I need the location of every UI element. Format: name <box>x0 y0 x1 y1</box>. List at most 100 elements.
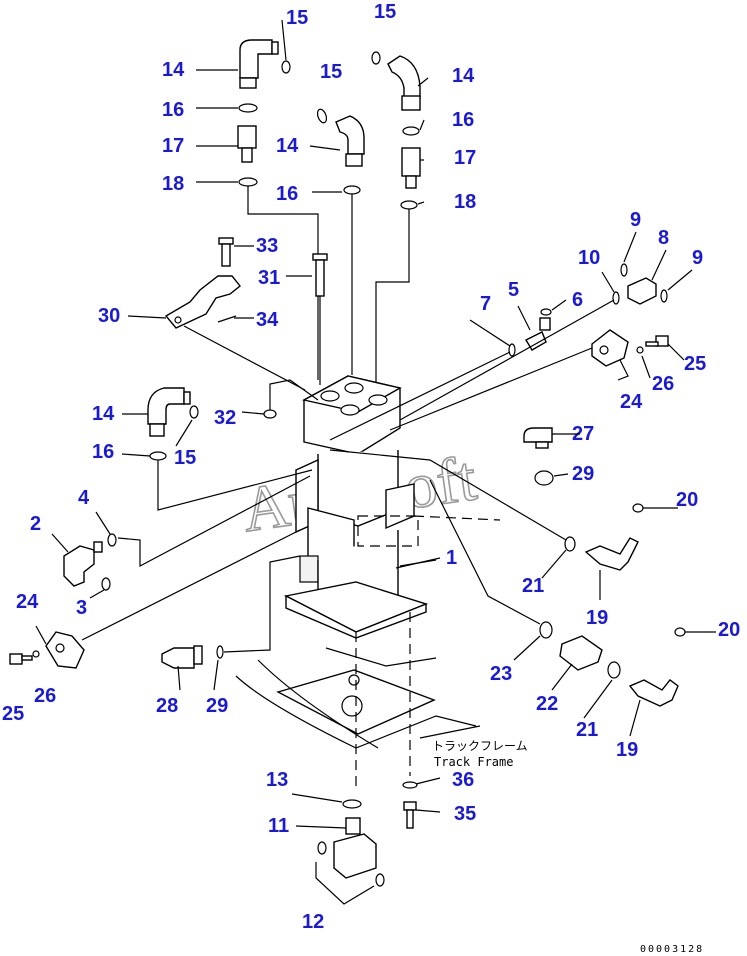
callout-27: 27 <box>572 423 594 445</box>
callout-33: 33 <box>256 235 278 257</box>
o-ring-20-lower <box>674 627 686 637</box>
o-ring-6 <box>540 308 552 316</box>
callout-labels: 15 15 15 14 14 14 16 16 16 17 17 18 18 3… <box>2 1 740 933</box>
callout-14: 14 <box>162 59 185 81</box>
pin-31 <box>312 253 328 297</box>
o-ring-4 <box>107 533 117 547</box>
callout-14: 14 <box>276 135 299 157</box>
callout-11: 11 <box>268 815 289 837</box>
callout-18: 18 <box>162 173 184 195</box>
o-ring-16a <box>238 103 258 113</box>
callout-15: 15 <box>320 61 342 83</box>
o-ring-21-upper <box>564 536 576 552</box>
elbow-fitting-14-left <box>239 39 279 89</box>
o-ring-9a <box>620 263 628 277</box>
callout-2: 2 <box>30 513 41 535</box>
split-flange-24-right <box>591 329 629 367</box>
tee-fitting-11 <box>333 817 377 879</box>
snap-ring-32 <box>263 409 277 419</box>
callout-16: 16 <box>162 99 184 121</box>
o-ring-18b <box>400 200 418 210</box>
adapter-22 <box>559 635 603 671</box>
callout-34: 34 <box>256 309 279 331</box>
o-ring-13 <box>342 799 362 809</box>
o-ring-23 <box>539 621 553 639</box>
o-ring-29-right <box>534 470 554 486</box>
callout-7: 7 <box>480 293 491 315</box>
callout-9: 9 <box>630 209 641 231</box>
washer-26-left <box>32 650 40 658</box>
callout-21: 21 <box>522 575 544 597</box>
elbow-2 <box>63 541 103 587</box>
callout-29: 29 <box>206 695 228 717</box>
callout-5: 5 <box>508 279 519 301</box>
callout-19: 19 <box>616 739 638 761</box>
connector-28 <box>161 645 203 669</box>
o-ring-9b <box>660 289 668 303</box>
elbow-fitting-14-middle <box>335 115 365 167</box>
callout-30: 30 <box>98 305 120 327</box>
callout-26: 26 <box>652 373 674 395</box>
o-ring-15c <box>371 51 381 65</box>
bolt-34 <box>217 315 237 323</box>
o-ring-10 <box>612 291 620 305</box>
bracket-30 <box>164 275 241 329</box>
callout-25: 25 <box>684 353 706 375</box>
callout-16: 16 <box>276 183 298 205</box>
callout-26: 26 <box>34 685 56 707</box>
split-flange-24-left <box>45 631 85 669</box>
callout-17: 17 <box>454 147 476 169</box>
callout-25: 25 <box>2 703 24 725</box>
label-leaders <box>121 19 429 457</box>
callout-15: 15 <box>374 1 396 23</box>
callout-20: 20 <box>676 489 698 511</box>
callout-29: 29 <box>572 463 594 485</box>
callout-16: 16 <box>452 109 474 131</box>
connector-8 <box>627 277 657 305</box>
callout-6: 6 <box>572 289 583 311</box>
o-ring-16d <box>149 451 167 461</box>
callout-23: 23 <box>490 663 512 685</box>
callout-12: 12 <box>302 911 324 933</box>
callout-19: 19 <box>586 607 608 629</box>
callout-20: 20 <box>718 619 740 641</box>
callout-32: 32 <box>214 407 236 429</box>
callout-24: 24 <box>16 591 39 613</box>
pin-33 <box>218 237 234 267</box>
callout-18: 18 <box>454 191 476 213</box>
bolt-35 <box>403 801 417 829</box>
o-ring-15d <box>189 405 199 419</box>
washer-26-right <box>636 346 644 354</box>
callout-28: 28 <box>156 695 178 717</box>
o-ring-15a <box>281 60 291 74</box>
bolt-25-left <box>9 653 33 665</box>
callout-14: 14 <box>92 403 115 425</box>
callout-24: 24 <box>620 391 643 413</box>
callout-9: 9 <box>692 247 703 269</box>
callout-31: 31 <box>258 267 280 289</box>
o-ring-15b <box>316 108 328 124</box>
callout-17: 17 <box>162 135 184 157</box>
callout-16: 16 <box>92 441 114 463</box>
o-ring-18a <box>238 177 258 187</box>
callout-1: 1 <box>446 547 457 569</box>
swivel-joint-body-1 <box>283 375 429 639</box>
o-ring-16b <box>343 185 361 195</box>
elbow-19-lower <box>628 679 679 707</box>
track-frame-jp-note: トラックフレーム <box>432 739 528 753</box>
elbow-5 <box>525 317 551 351</box>
elbow-27 <box>523 427 553 449</box>
bolt-25-right <box>645 335 669 347</box>
callout-14: 14 <box>452 65 475 87</box>
figure-code: 00003128 <box>640 944 704 955</box>
callout-8: 8 <box>658 227 669 249</box>
o-ring-3 <box>101 577 111 591</box>
adapter-17-right <box>401 147 421 177</box>
label-leaders-lower <box>51 231 693 829</box>
callout-21: 21 <box>576 719 598 741</box>
callout-10: 10 <box>578 247 600 269</box>
adapter-17-left <box>237 125 257 149</box>
callout-22: 22 <box>536 693 558 715</box>
